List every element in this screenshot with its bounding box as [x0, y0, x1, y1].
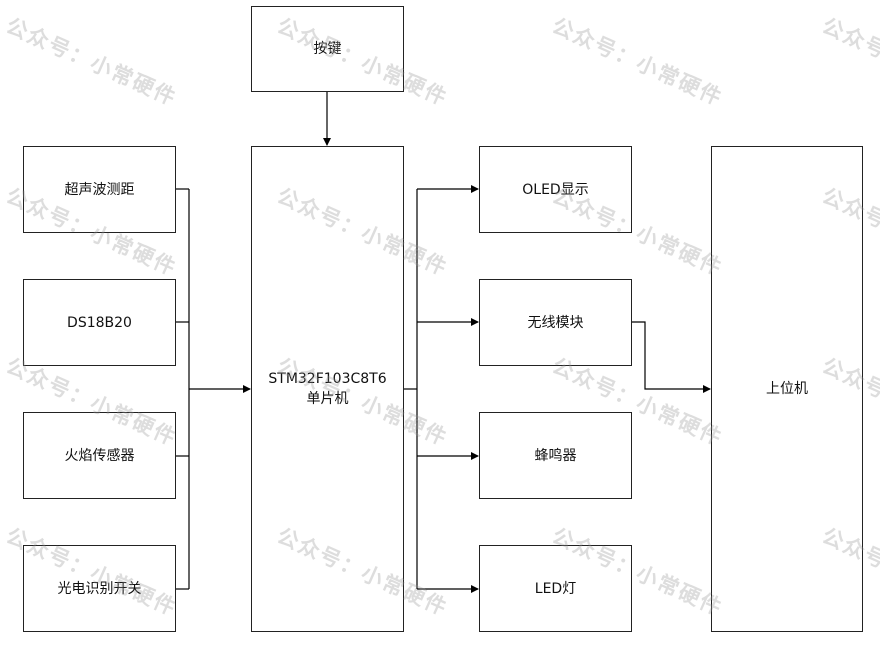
block-host-label: 上位机: [766, 381, 808, 397]
block-oled-label: OLED显示: [522, 181, 589, 198]
block-photo-switch: 光电识别开关: [23, 545, 176, 632]
block-wireless-label: 无线模块: [527, 314, 584, 331]
block-flame-sensor-label: 火焰传感器: [64, 447, 135, 464]
block-ultrasonic: 超声波测距: [23, 146, 176, 233]
input-bus: [176, 188, 190, 590]
block-wireless: 无线模块: [479, 279, 632, 366]
block-oled: OLED显示: [479, 146, 632, 233]
block-flame-sensor: 火焰传感器: [23, 412, 176, 499]
output-bus: [404, 189, 418, 589]
block-buzzer-label: 蜂鸣器: [534, 447, 577, 464]
block-mcu: STM32F103C8T6 单片机: [251, 146, 404, 632]
block-ds18b20-label: DS18B20: [67, 314, 132, 331]
block-led-label: LED灯: [534, 580, 577, 597]
block-ultrasonic-label: 超声波测距: [64, 181, 135, 198]
block-ds18b20: DS18B20: [23, 279, 176, 366]
block-led: LED灯: [479, 545, 632, 632]
block-key-label: 按键: [313, 41, 342, 57]
arrow-wireless-to-host: [632, 321, 711, 393]
block-host: 上位机: [711, 146, 863, 632]
block-buzzer: 蜂鸣器: [479, 412, 632, 499]
block-key: 按键: [251, 6, 404, 92]
block-photo-switch-label: 光电识别开关: [57, 580, 142, 597]
block-mcu-model: STM32F103C8T6: [268, 371, 387, 387]
block-mcu-label: 单片机: [306, 391, 349, 407]
